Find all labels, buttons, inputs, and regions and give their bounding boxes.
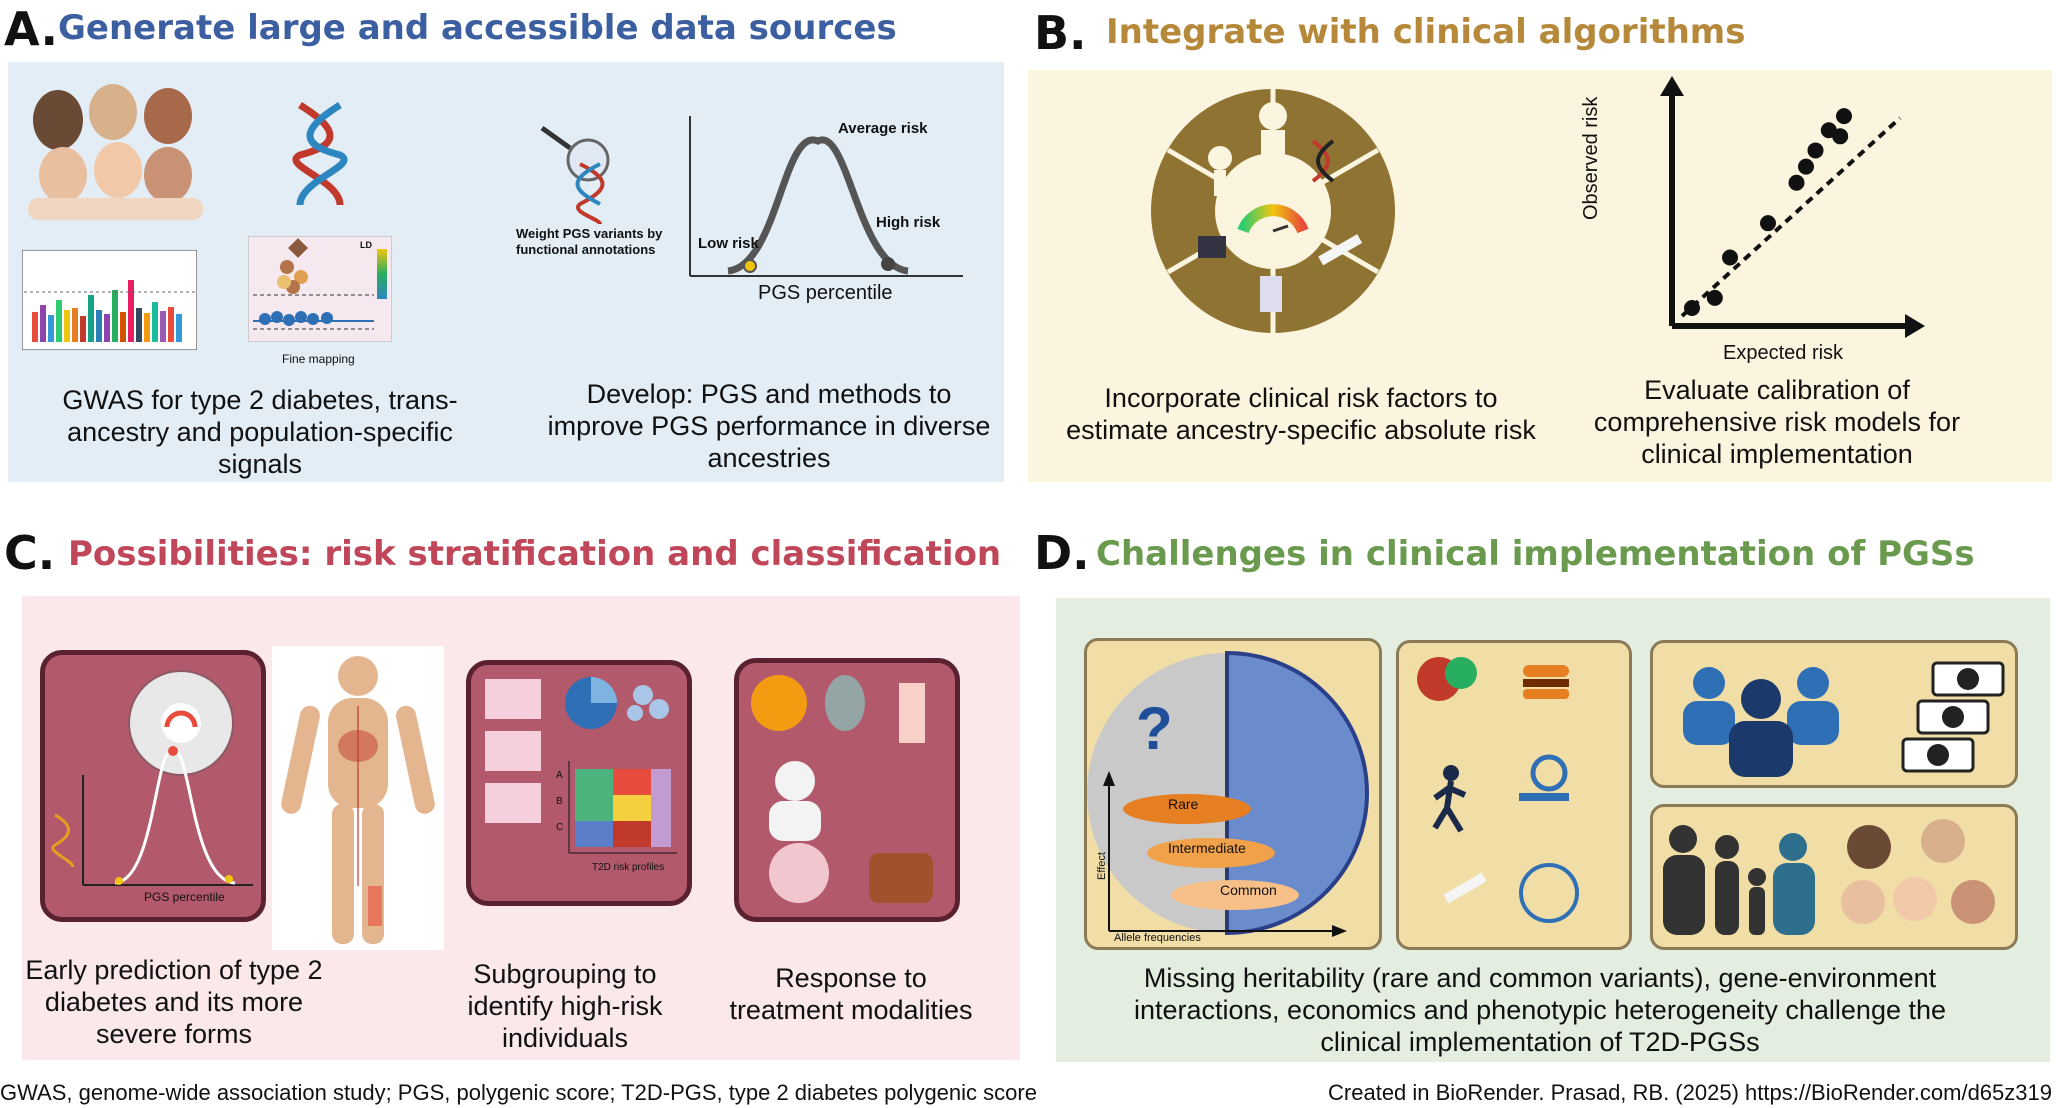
- panel-b-caption-right: Evaluate calibration of comprehensive ri…: [1593, 375, 1961, 469]
- group-label-c: C: [556, 822, 564, 833]
- panel-d-caption: Missing heritability (rare and common va…: [1133, 963, 1947, 1057]
- allele-frequencies-label: Allele frequencies: [1114, 932, 1201, 944]
- economics-box: [1650, 640, 2018, 788]
- high-risk-label: High risk: [876, 214, 941, 231]
- dna-icon: [292, 102, 348, 206]
- effect-label: Effect: [1096, 852, 1108, 880]
- calibration-point-6: [1807, 142, 1824, 159]
- panel-b-title: Integrate with clinical algorithms: [1106, 12, 1746, 52]
- calibration-point-3: [1760, 215, 1776, 232]
- t2d-profiles-label: T2D risk profiles: [592, 862, 665, 873]
- heterogeneity-box: [1650, 804, 2018, 950]
- common-label: Common: [1220, 882, 1277, 898]
- panel-a-caption-left: GWAS for type 2 diabetes, trans-ancestry…: [62, 385, 458, 479]
- panel-c-letter: C.: [4, 526, 56, 580]
- subgrouping-box: [466, 660, 692, 906]
- calibration-point-0: [1684, 300, 1700, 316]
- panel-c-caption-3: Response to treatment modalities: [729, 963, 973, 1025]
- magnifier-dna-icon: [540, 125, 610, 224]
- biorender-credit: Created in BioRender. Prasad, RB. (2025)…: [1328, 1080, 2052, 1105]
- allele-frequency-box: [1084, 638, 1382, 950]
- panel-a-caption-right: Develop: PGS and methods to improve PGS …: [547, 379, 991, 473]
- panel-d-letter: D.: [1034, 526, 1090, 580]
- panel-b-caption-left: Incorporate clinical risk factors to est…: [1066, 383, 1536, 445]
- weight-label-2: functional annotations: [516, 242, 656, 257]
- panel-a-letter: A.: [4, 2, 58, 56]
- panel-c-caption-1: Early prediction of type 2 diabetes and …: [25, 955, 323, 1049]
- risk-distribution-curve: [689, 116, 963, 277]
- panel-d-title: Challenges in clinical implementation of…: [1096, 534, 1975, 574]
- calibration-plot: [1660, 76, 1925, 338]
- calibration-point-9: [1836, 108, 1852, 125]
- low-risk-label: Low risk: [698, 235, 759, 252]
- observed-risk-label: Observed risk: [1580, 96, 1602, 220]
- environment-box: [1396, 640, 1632, 950]
- expected-risk-label: Expected risk: [1723, 342, 1844, 364]
- weight-label-1: Weight PGS variants by: [516, 226, 663, 241]
- question-mark: ?: [1136, 695, 1173, 762]
- c-pgs-percentile-label: PGS percentile: [144, 890, 225, 904]
- abbreviation-footer: GWAS, genome-wide association study; PGS…: [0, 1080, 1037, 1105]
- rare-label: Rare: [1168, 796, 1199, 812]
- calibration-point-1: [1706, 289, 1723, 306]
- calibration-point-5: [1798, 158, 1814, 175]
- ld-label: LD: [360, 240, 372, 250]
- people-illustration: [28, 84, 203, 220]
- panel-c-caption-2: Subgrouping to identify high-risk indivi…: [467, 959, 663, 1053]
- panel-a-title: Generate large and accessible data sourc…: [58, 8, 897, 48]
- average-risk-label: Average risk: [838, 120, 928, 137]
- intermediate-label: Intermediate: [1168, 840, 1246, 856]
- panel-b-letter: B.: [1034, 6, 1087, 60]
- manhattan-plot: [22, 250, 197, 350]
- fine-mapping-label: Fine mapping: [282, 352, 355, 366]
- calibration-point-4: [1788, 174, 1805, 191]
- anatomy-figure: [272, 646, 444, 950]
- treatment-response-box: [734, 658, 960, 922]
- group-label-b: B: [556, 796, 563, 807]
- calibration-point-8: [1832, 128, 1849, 145]
- clinical-risk-wheel: [1151, 89, 1395, 333]
- group-label-a: A: [556, 770, 563, 781]
- calibration-point-2: [1722, 249, 1738, 266]
- pgs-percentile-label: PGS percentile: [758, 282, 893, 304]
- early-prediction-box: [40, 650, 266, 922]
- panel-c-title: Possibilities: risk stratification and c…: [68, 534, 1002, 574]
- fine-mapping-plot: [248, 236, 392, 342]
